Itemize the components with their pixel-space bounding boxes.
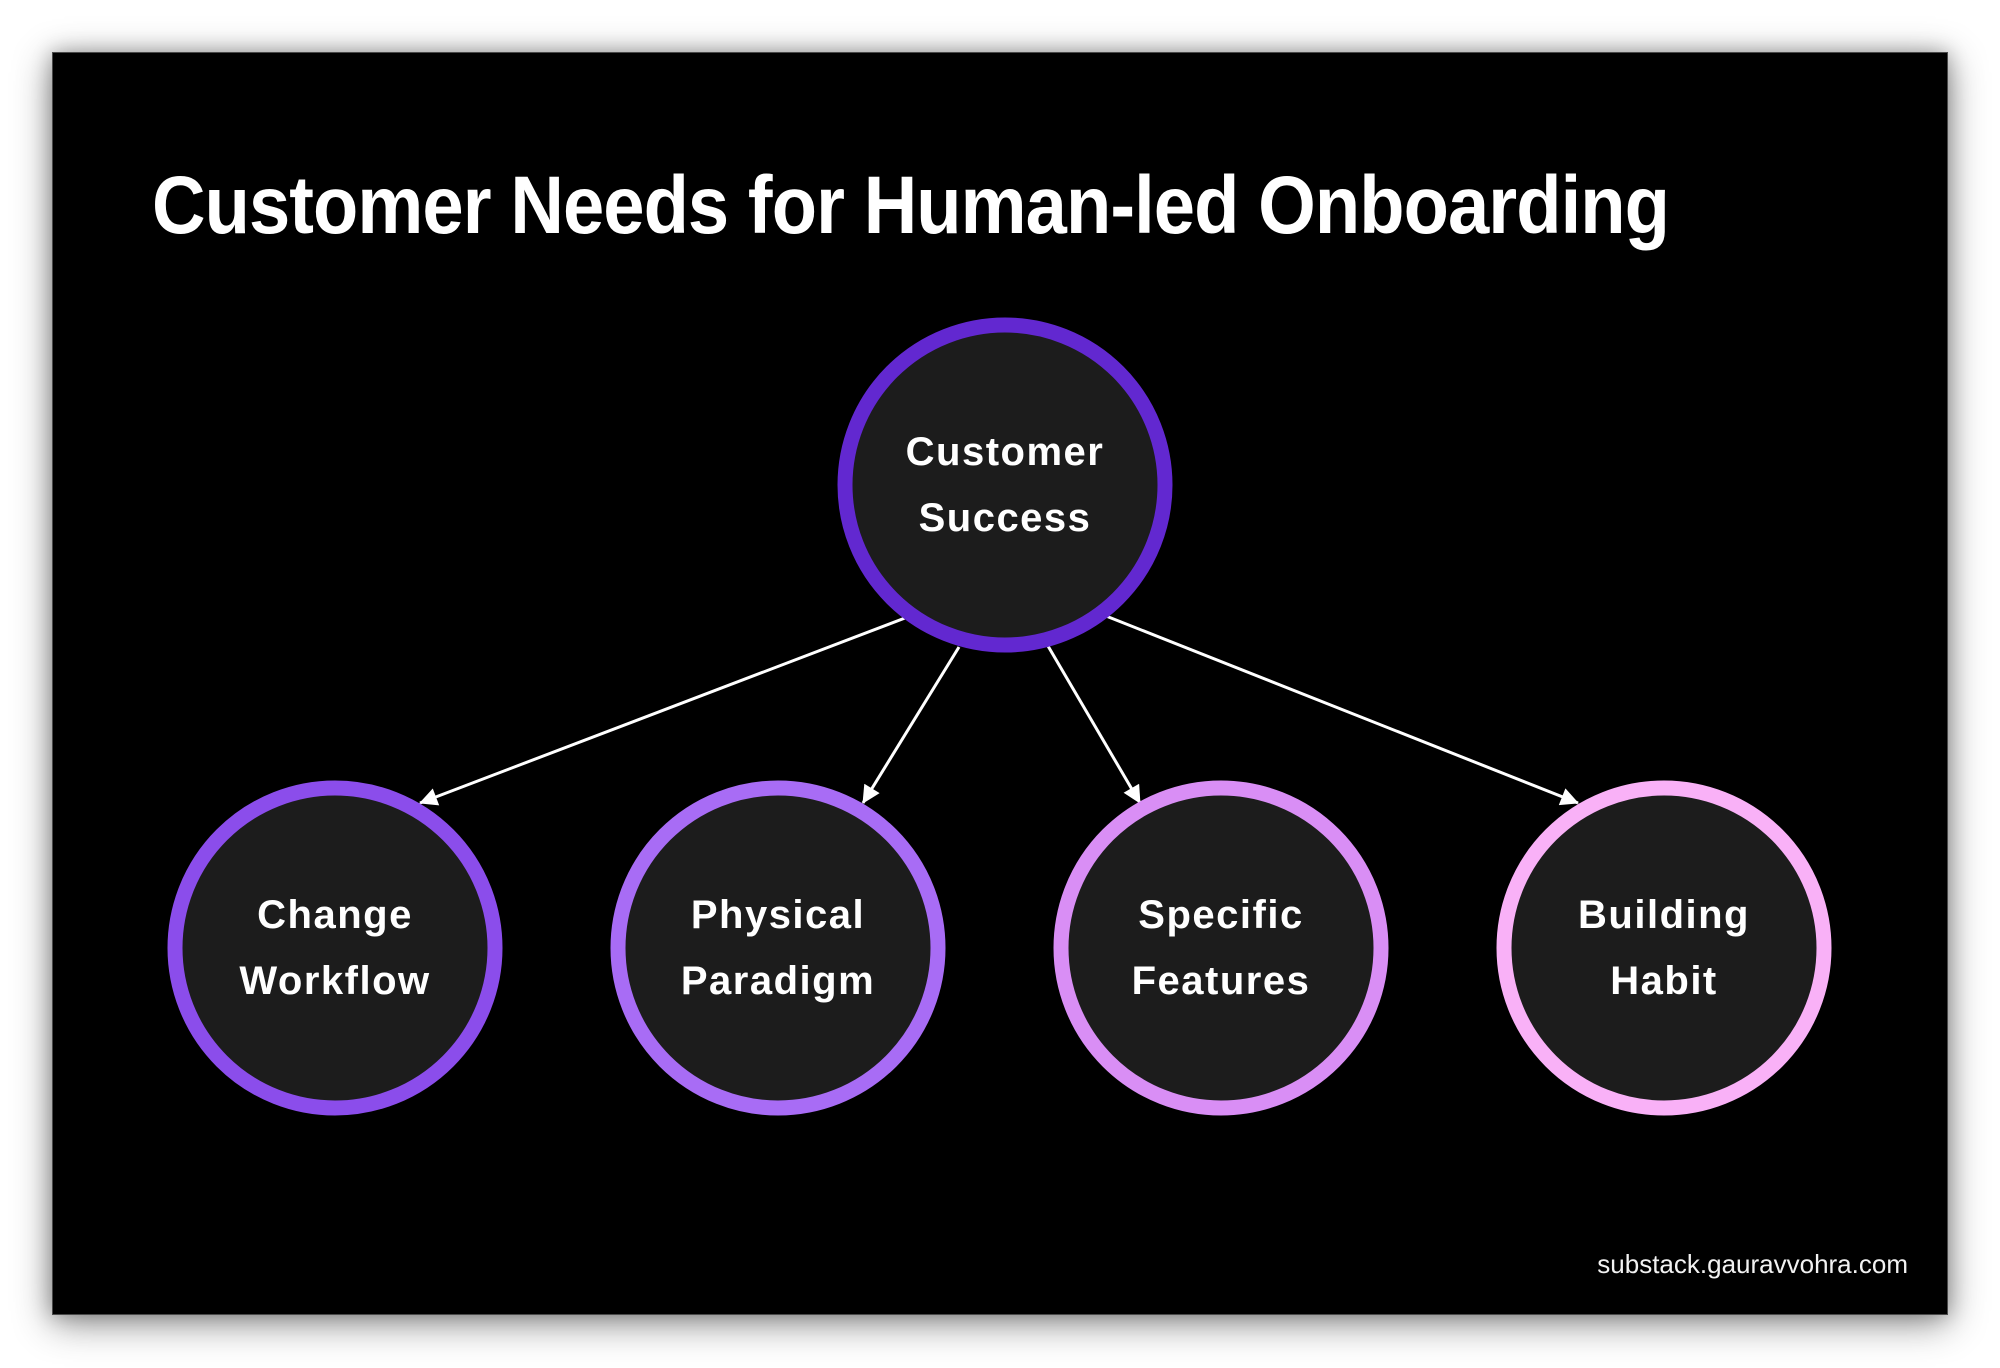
node-label-line: Habit: [1610, 959, 1718, 1003]
node-label-line: Success: [919, 496, 1092, 540]
node-circle: [1053, 780, 1389, 1116]
node-label-line: Specific: [1138, 893, 1303, 937]
node-circle: [1496, 780, 1832, 1116]
node-label-line: Workflow: [239, 959, 430, 1003]
arrow-customer-success-to-building-habit: [1105, 614, 1579, 806]
node-label-line: Building: [1578, 893, 1750, 937]
node-circle: [610, 780, 946, 1116]
footer-source-url: substack.gauravvohra.com: [1597, 1249, 1908, 1279]
node-circle: [167, 780, 503, 1116]
node-label-line: Paradigm: [681, 959, 875, 1003]
node-circle: [837, 317, 1173, 653]
arrow-customer-success-to-change-workflow: [419, 616, 906, 806]
arrow-customer-success-to-physical-paradigm: [861, 646, 961, 804]
node-label-line: Customer: [906, 430, 1105, 474]
edges-group: [419, 614, 1579, 806]
node-label-line: Physical: [691, 893, 865, 937]
diagram-title: Customer Needs for Human-led Onboarding: [152, 160, 1670, 251]
arrow-customer-success-to-specific-features: [1046, 645, 1142, 804]
node-label-line: Change: [257, 893, 413, 937]
node-label-line: Features: [1132, 959, 1311, 1003]
